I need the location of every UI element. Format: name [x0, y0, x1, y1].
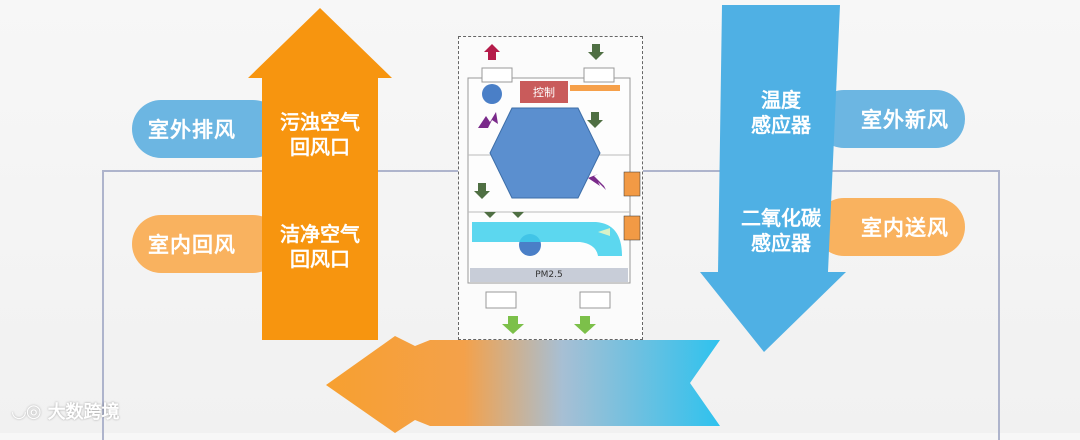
outdoor-exhaust-label: 室外排风	[148, 118, 236, 142]
watermark-logo-icon: ◡◎	[12, 400, 42, 422]
clean-return-label: 洁净空气 回风口	[280, 222, 360, 271]
indoor-return-pill: 室内回风	[132, 215, 282, 273]
supply-out-arrow-icon-2	[574, 316, 596, 334]
supply-left-arrow	[326, 336, 720, 433]
indoor-supply-pill: 室内送风	[815, 198, 965, 256]
heat-exchanger-hexagon	[489, 107, 601, 199]
outdoor-exhaust-pill: 室外排风	[132, 100, 282, 158]
outdoor-fresh-label: 室外新风	[861, 108, 949, 132]
exhaust-up-arrow	[248, 8, 392, 340]
indoor-return-label: 室内回风	[148, 233, 236, 257]
watermark: ◡◎ 大数跨境	[12, 398, 120, 424]
controller-box: 控制	[520, 81, 568, 103]
pm25-filter: PM2.5	[470, 268, 628, 282]
supply-out-arrow-icon	[502, 316, 524, 334]
down-intake-arrow-icon	[588, 44, 604, 60]
top-fan-icon	[482, 84, 502, 104]
outdoor-fresh-pill: 室外新风	[815, 90, 965, 148]
up-exhaust-arrow-icon	[484, 44, 500, 60]
temp-sensor-label: 温度 感应器	[751, 88, 811, 137]
dirty-return-label: 污浊空气 回风口	[280, 110, 360, 159]
co2-sensor-label: 二氧化碳 感应器	[741, 206, 821, 255]
fresh-down-arrow	[700, 5, 846, 352]
watermark-text: 大数跨境	[47, 402, 120, 423]
indoor-supply-label: 室内送风	[861, 216, 949, 240]
